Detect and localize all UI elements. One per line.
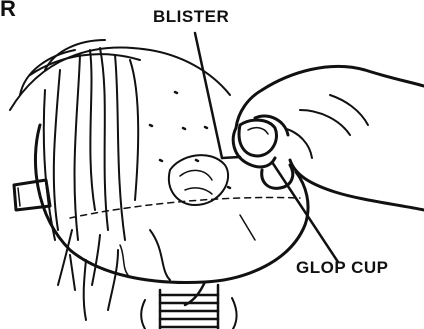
blister-leader-line bbox=[195, 33, 222, 158]
handle-stub bbox=[14, 180, 50, 210]
hand bbox=[233, 66, 424, 210]
threaded-stand bbox=[141, 285, 236, 329]
blister bbox=[169, 155, 228, 205]
blister-label: BLISTER bbox=[153, 7, 229, 27]
corner-letter: R bbox=[0, 0, 16, 22]
glop-cup-label: GLOP CUP bbox=[296, 258, 388, 278]
blister-leader-tick bbox=[222, 157, 240, 158]
